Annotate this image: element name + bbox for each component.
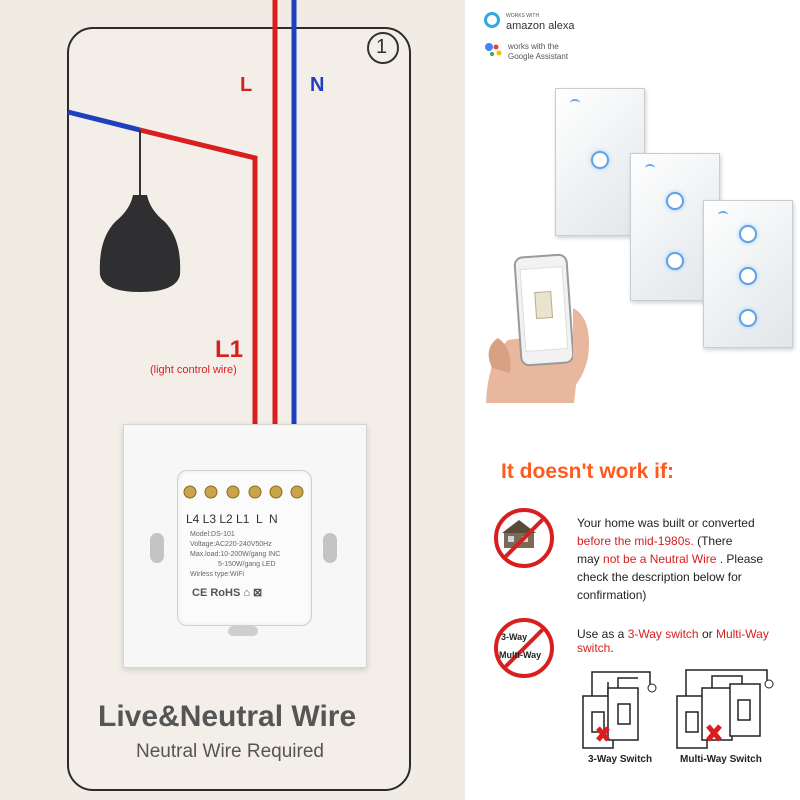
no-multiway-icon: 3-Way Multi-Way: [494, 618, 554, 678]
spec-line: Voltage:AC220-240V50Hz: [190, 541, 272, 548]
text: or: [698, 627, 716, 641]
three-way-label: 3-Way Switch: [588, 754, 653, 765]
module-slot: [228, 626, 258, 636]
text: may: [577, 552, 604, 566]
warning-item-2-text: Use as a 3-Way switch or Multi-Way switc…: [577, 627, 769, 655]
terminal-block: [183, 485, 304, 499]
text: Your home was built or converted: [577, 516, 755, 530]
switch-3-gang: [703, 200, 793, 348]
warning-heading: It doesn't work if:: [501, 460, 674, 483]
google-line-2: Google Assistant: [508, 52, 569, 61]
wifi-icon: [645, 164, 655, 172]
text: . Please: [716, 552, 764, 566]
alexa-small-text: WORKS WITH: [506, 13, 540, 19]
wire-l1-label: L1: [215, 336, 244, 363]
terminal-labels: L4 L3 L2 L1 L N: [186, 512, 278, 526]
alexa-large-text: amazon alexa: [506, 20, 575, 32]
wire-n-label: N: [310, 74, 325, 96]
badge-line-1: 3-Way: [501, 632, 528, 642]
step-circle: [367, 32, 399, 64]
mount-hole-left: [150, 533, 164, 563]
text: (There: [693, 534, 733, 548]
wifi-icon: [718, 211, 728, 219]
step-number: 1: [376, 36, 388, 58]
spec-line: Max.load:10-200W/gang INC: [190, 551, 281, 558]
touch-button-icon: [739, 267, 757, 285]
diagram-subtitle: Neutral Wire Required: [136, 741, 324, 762]
module-spec: Model:DS-101 Voltage:AC220-240V50Hz Max.…: [190, 530, 280, 580]
switch-module: [177, 470, 312, 626]
badge-line-2: Multi-Way: [499, 650, 542, 660]
spec-line: Wirless type:WiFi: [190, 571, 245, 578]
text-red: not be a Neutral Wire: [603, 552, 717, 566]
pendant-lamp-icon: [99, 195, 181, 292]
multi-way-diagram: [676, 669, 774, 749]
no-old-house-icon: [494, 508, 554, 568]
phone-in-hand-image: [478, 248, 608, 403]
wire-l1-note: (light control wire): [150, 364, 237, 376]
text: confirmation): [577, 588, 647, 602]
diagram-title: Live&Neutral Wire: [98, 700, 357, 733]
cert-marks: CE RoHS ⌂ ⊠: [192, 587, 263, 599]
touch-button-icon: [666, 252, 684, 270]
text-red: 3-Way switch: [627, 627, 699, 641]
google-assistant-icon: [485, 43, 502, 56]
text: check the description below for: [577, 570, 742, 584]
text-red: switch: [577, 641, 611, 655]
wifi-icon: [570, 99, 580, 107]
mount-hole-right: [323, 533, 337, 563]
text-red: Multi-Way: [715, 627, 769, 641]
spec-line: Model:DS-101: [190, 531, 235, 538]
warning-item-1-text: Your home was built or converted before …: [577, 514, 763, 604]
text: Use as a: [577, 627, 628, 641]
touch-button-icon: [591, 151, 609, 169]
multi-way-label: Multi-Way Switch: [680, 754, 762, 765]
touch-button-icon: [739, 225, 757, 243]
lamp-neutral-wire: [67, 109, 141, 133]
wiring-svg: [67, 0, 399, 482]
lamp-live-wire: [139, 127, 258, 482]
text: .: [610, 641, 614, 655]
touch-button-icon: [666, 192, 684, 210]
google-line-1: works with the: [508, 42, 559, 51]
text-red: before the mid-1980s.: [577, 534, 694, 548]
spec-line: 5-150W/gang LED: [218, 561, 276, 568]
three-way-diagram: [582, 671, 657, 749]
wire-l-label: L: [240, 74, 253, 96]
touch-button-icon: [739, 309, 757, 327]
alexa-icon: [484, 12, 500, 28]
